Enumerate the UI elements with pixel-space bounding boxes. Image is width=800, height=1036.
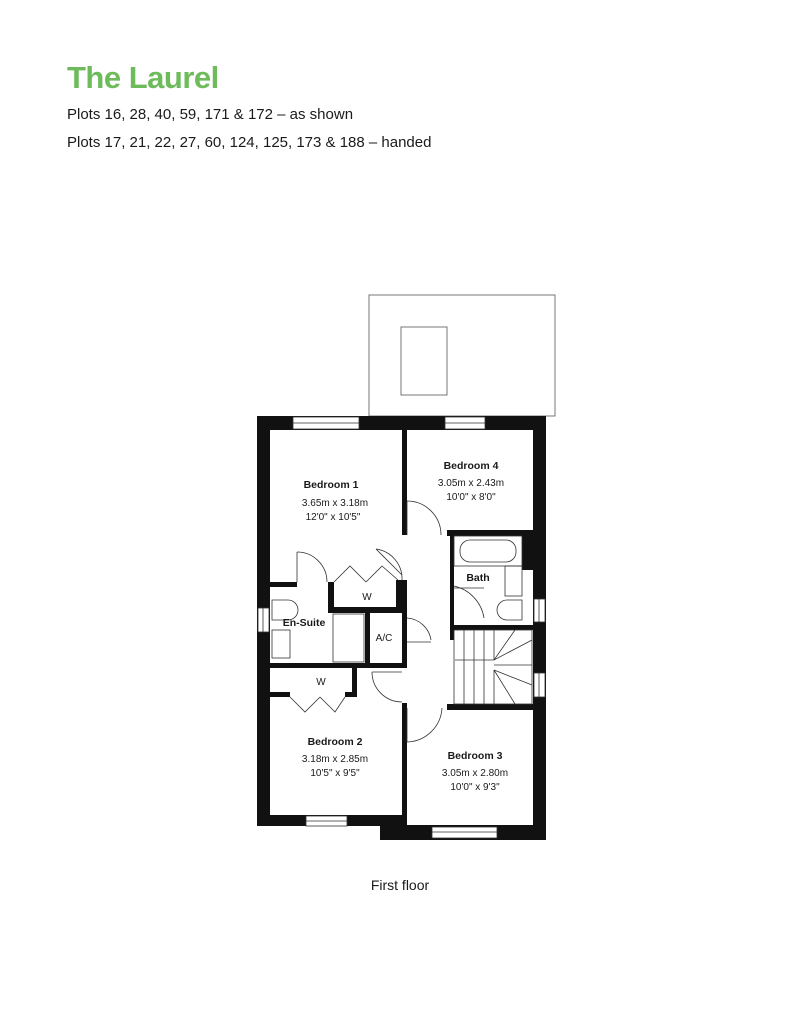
- bedroom4-metric: 3.05m x 2.43m: [438, 478, 504, 489]
- bedroom1-metric: 3.65m x 3.18m: [302, 498, 368, 509]
- roof-outline: [368, 294, 556, 417]
- page-title: The Laurel: [67, 60, 219, 95]
- ensuite-name: En-Suite: [283, 617, 326, 629]
- airing-cupboard-name: A/C: [376, 633, 393, 644]
- bedroom1-imperial: 12'0" x 10'5": [306, 512, 361, 523]
- wardrobe2-name: W: [316, 677, 326, 688]
- toilet-icon: [496, 599, 523, 621]
- bedroom2-imperial: 10'5" x 9'5": [310, 768, 360, 779]
- bedroom2-metric: 3.18m x 2.85m: [302, 754, 368, 765]
- floor-caption: First floor: [370, 877, 430, 893]
- bath-name: Bath: [466, 572, 489, 584]
- bedroom4-imperial: 10'0" x 8'0": [446, 492, 496, 503]
- bedroom2-name: Bedroom 2: [308, 736, 363, 748]
- windows: [257, 416, 546, 839]
- bedroom3-name: Bedroom 3: [448, 750, 503, 762]
- wardrobe1-name: W: [362, 592, 372, 603]
- ensuite-toilet-icon: [271, 599, 299, 621]
- plots-handed: Plots 17, 21, 22, 27, 60, 124, 125, 173 …: [67, 134, 432, 151]
- basin-icon: [504, 565, 523, 597]
- bedroom1-name: Bedroom 1: [304, 479, 359, 491]
- ensuite-basin-icon: [271, 629, 291, 659]
- fixtures: [271, 535, 533, 705]
- bedroom3-metric: 3.05m x 2.80m: [442, 768, 508, 779]
- bedroom4-name: Bedroom 4: [444, 460, 499, 472]
- staircase-icon: [453, 629, 533, 705]
- bath-tub-icon: [453, 535, 523, 567]
- bedroom3-imperial: 10'0" x 9'3": [450, 782, 500, 793]
- plots-as-shown: Plots 16, 28, 40, 59, 171 & 172 – as sho…: [67, 106, 354, 123]
- doors: [289, 500, 485, 743]
- shower-icon: [332, 613, 365, 663]
